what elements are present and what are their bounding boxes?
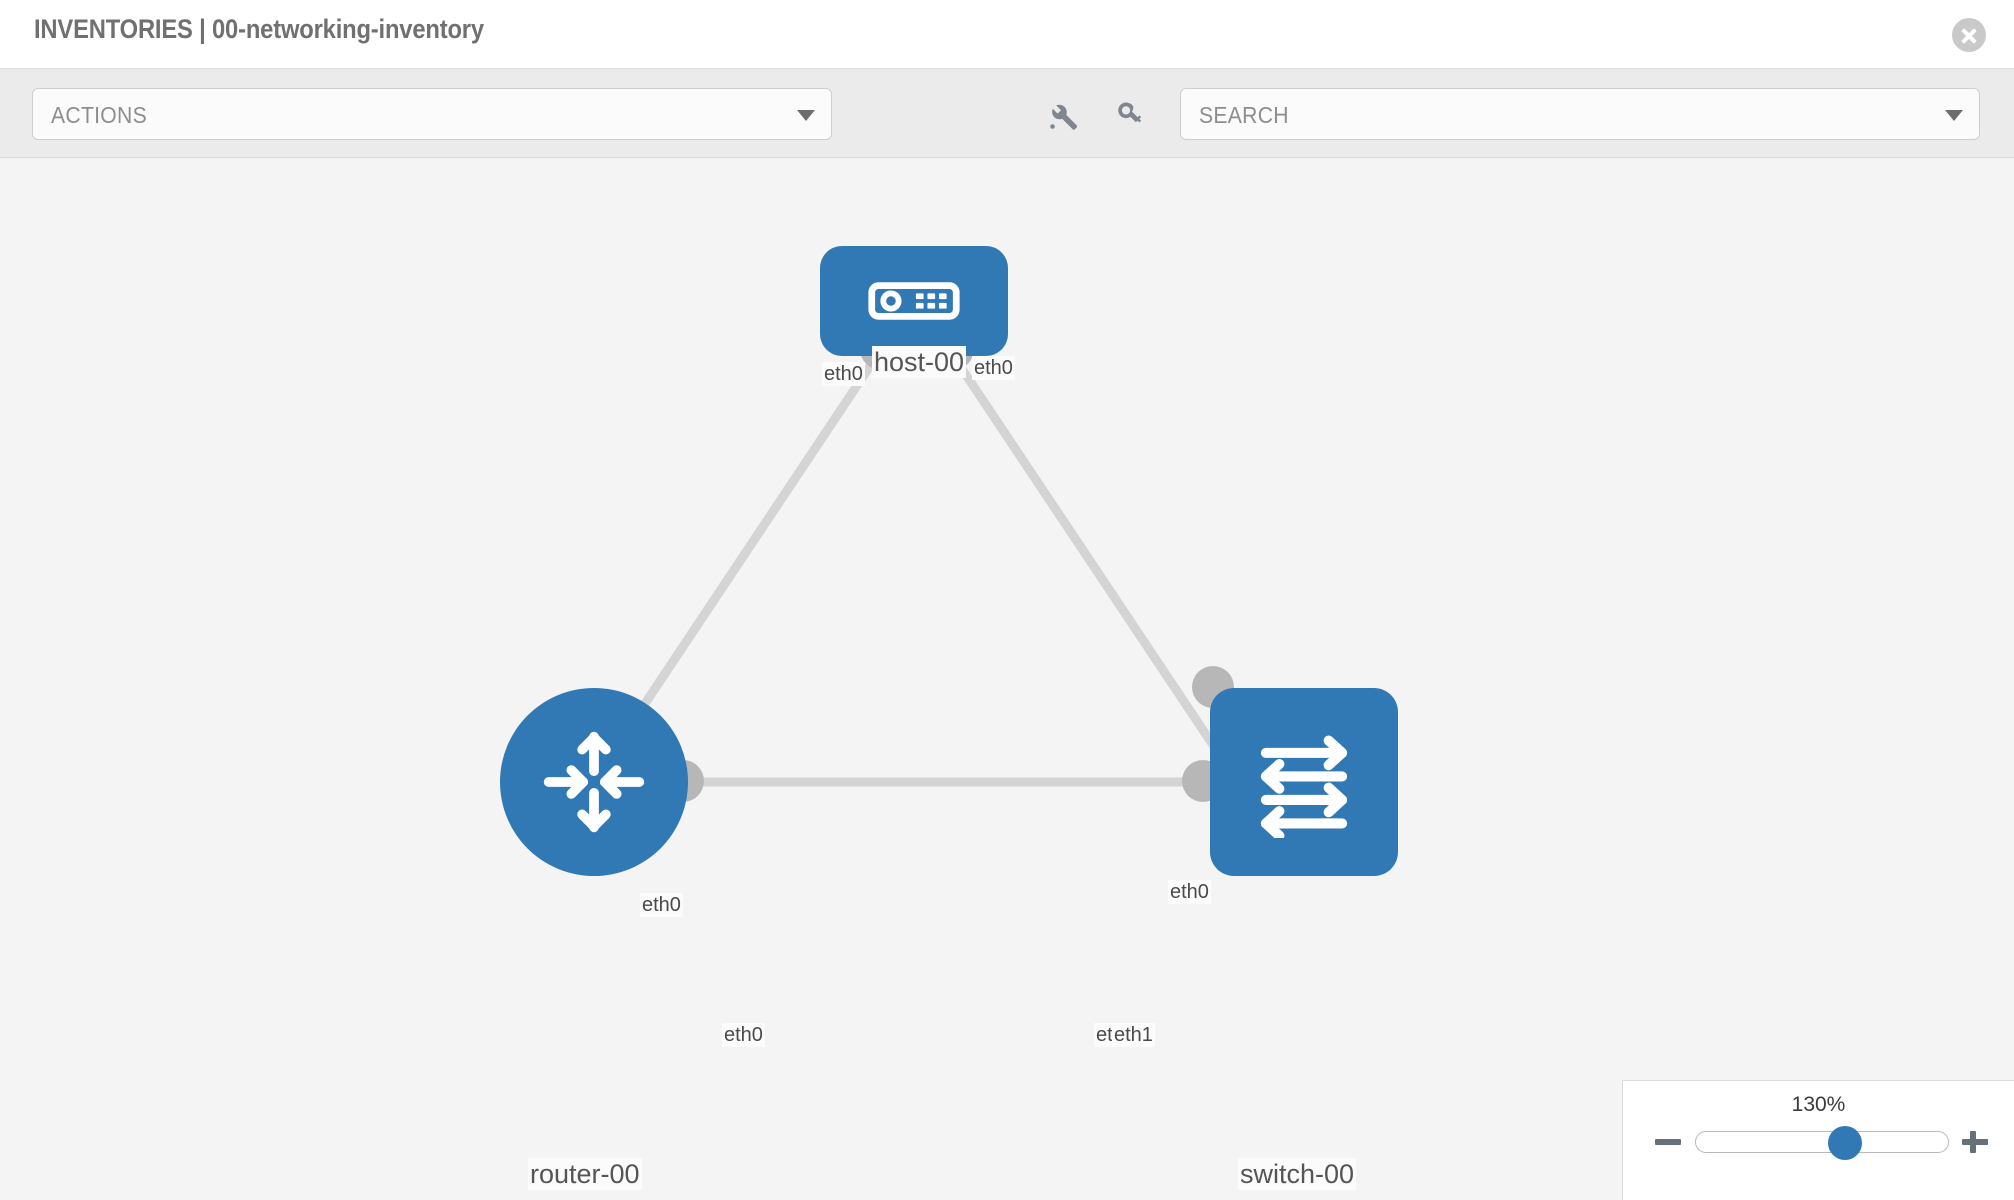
node-switch-00[interactable] xyxy=(1182,666,1398,876)
link-host-switch xyxy=(948,351,1239,781)
page-title: INVENTORIES | 00-networking-inventory xyxy=(34,14,484,44)
toolbar: ACTIONS SEARCH xyxy=(0,68,2014,158)
topology-canvas[interactable]: host-00 eth0 eth0 xyxy=(0,158,2014,1200)
key-icon[interactable] xyxy=(1114,99,1148,133)
chevron-down-icon xyxy=(797,110,815,121)
host-icon[interactable] xyxy=(820,246,1008,356)
node-label-router-00: router-00 xyxy=(528,1158,642,1190)
switch-icon[interactable] xyxy=(1210,688,1398,876)
chevron-down-icon xyxy=(1945,110,1963,121)
zoom-in-button[interactable] xyxy=(1960,1127,1990,1157)
edge-label-switch-up: eth0 xyxy=(1168,880,1211,904)
router-icon[interactable] xyxy=(500,688,688,876)
edge-label-router-up: eth0 xyxy=(640,893,683,917)
node-label-host-00: host-00 xyxy=(872,346,967,378)
node-router-00[interactable] xyxy=(500,688,704,876)
actions-dropdown-label: ACTIONS xyxy=(51,102,147,128)
zoom-control-panel: 130% xyxy=(1622,1080,2014,1200)
page-header: INVENTORIES | 00-networking-inventory xyxy=(0,0,2014,68)
close-icon[interactable] xyxy=(1952,18,1986,52)
node-host-00[interactable] xyxy=(820,246,1008,370)
zoom-level-value: 130% xyxy=(1791,1093,1846,1116)
actions-dropdown[interactable]: ACTIONS xyxy=(32,88,832,140)
search-input[interactable]: SEARCH xyxy=(1180,88,1980,140)
wrench-icon[interactable] xyxy=(1046,99,1080,133)
zoom-out-button[interactable] xyxy=(1653,1127,1683,1157)
node-label-switch-00: switch-00 xyxy=(1238,1158,1357,1190)
zoom-slider-thumb[interactable] xyxy=(1828,1126,1862,1160)
edge-label-host-left: eth0 xyxy=(822,362,865,386)
edge-label-host-right: eth0 xyxy=(972,356,1015,380)
zoom-slider-track[interactable] xyxy=(1695,1126,1949,1160)
search-placeholder: SEARCH xyxy=(1199,102,1289,128)
edge-label-switch-left: eth1 xyxy=(1112,1023,1155,1047)
edge-label-router-right: eth0 xyxy=(722,1023,765,1047)
